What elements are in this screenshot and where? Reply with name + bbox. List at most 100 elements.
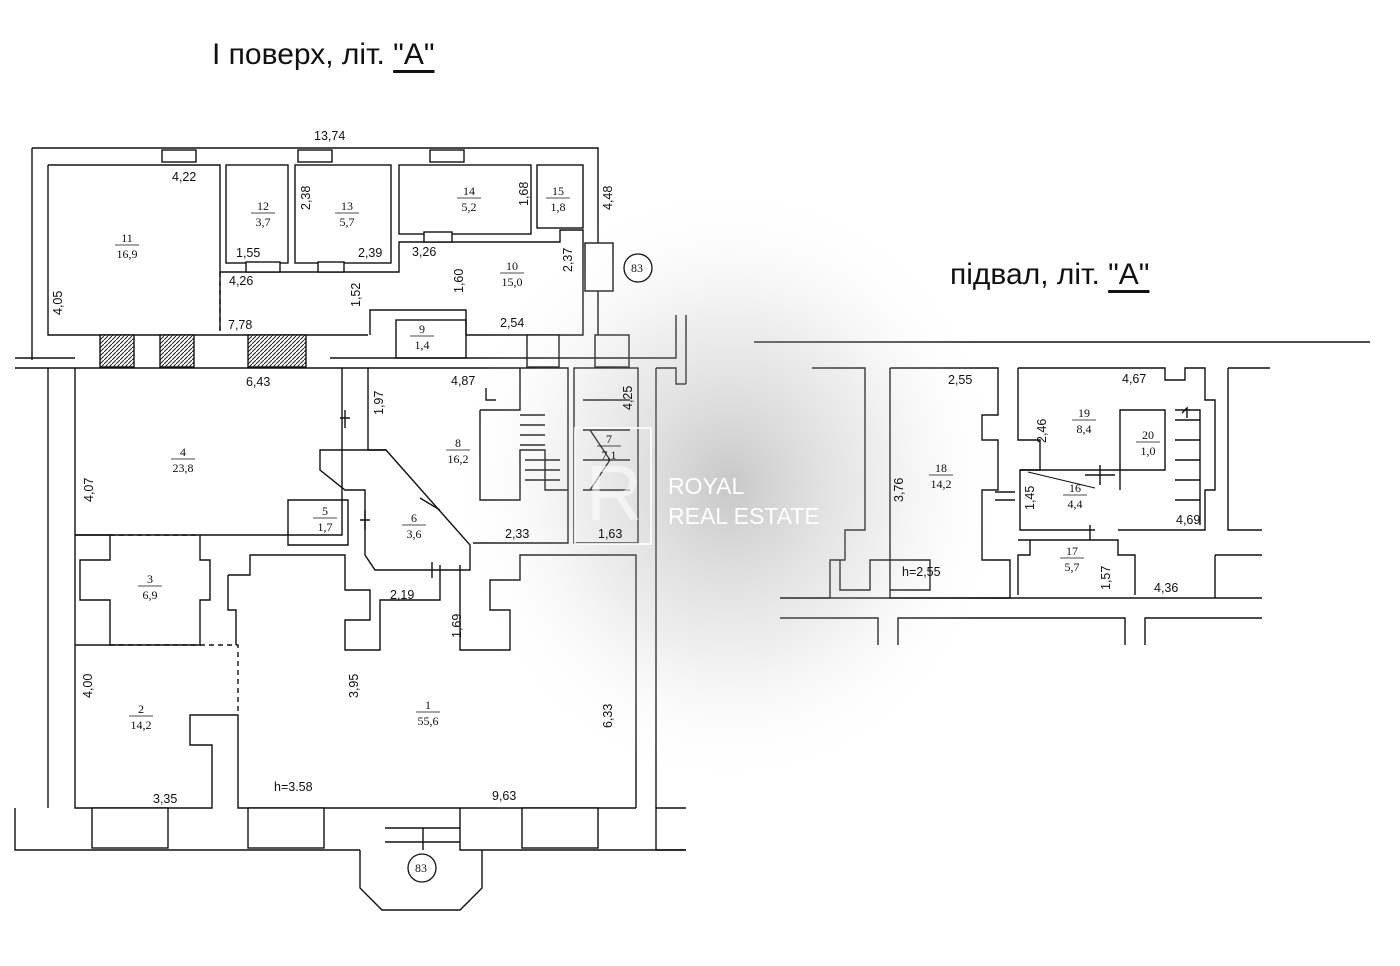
marker-83-bottom: 83 bbox=[415, 861, 427, 875]
watermark-backdrop bbox=[450, 180, 1010, 790]
room-area: 5,7 bbox=[1065, 560, 1080, 574]
room-area: 1,8 bbox=[551, 200, 566, 214]
marker-83-top-circle bbox=[623, 253, 653, 283]
room-number: 7 bbox=[606, 432, 612, 446]
room-number: 3 bbox=[147, 572, 153, 586]
room-label: 135,7 bbox=[335, 199, 359, 229]
dimension-label: 4,22 bbox=[172, 170, 196, 184]
first-floor-title-mark: "А" bbox=[393, 38, 435, 71]
dimension-label: 3,35 bbox=[153, 792, 177, 806]
room-area: 6,9 bbox=[143, 588, 158, 602]
marker-83-bottom-circle bbox=[407, 853, 437, 883]
dimension-label: 6,43 bbox=[246, 375, 270, 389]
room-number: 18 bbox=[935, 461, 947, 475]
room-area: 4,4 bbox=[1068, 497, 1083, 511]
room-label: 91,4 bbox=[410, 322, 434, 352]
room-number: 1 bbox=[425, 698, 431, 712]
room-label: 11 16,9 bbox=[115, 231, 139, 261]
room-number: 5 bbox=[322, 504, 328, 518]
room-area: 55,6 bbox=[418, 714, 439, 728]
room-area: 16,9 bbox=[117, 247, 138, 261]
watermark-frame bbox=[574, 427, 652, 545]
room-number: 11 bbox=[121, 231, 133, 245]
room-label: 123,7 bbox=[251, 199, 275, 229]
room-number: 4 bbox=[180, 445, 186, 459]
room-label: 18 14,2 bbox=[929, 461, 953, 491]
room-area: 8,4 bbox=[1077, 422, 1092, 436]
dimension-label: 1,52 bbox=[349, 283, 363, 307]
room-label: 77,1 bbox=[597, 432, 621, 462]
room-label: 155,6 bbox=[416, 698, 440, 728]
room-area: 1,4 bbox=[415, 338, 430, 352]
room-area: 1,7 bbox=[318, 520, 333, 534]
dimension-label: 1,60 bbox=[452, 269, 466, 293]
dimension-label: 4,48 bbox=[601, 186, 615, 210]
first-floor-title: І поверх, літ. "А" bbox=[212, 38, 434, 72]
room-number: 20 bbox=[1142, 428, 1154, 442]
room-area: 14,2 bbox=[131, 718, 152, 732]
room-area: 14,2 bbox=[931, 477, 952, 491]
dimension-label: 4,00 bbox=[81, 674, 95, 698]
room-label: 63,6 bbox=[402, 511, 426, 541]
watermark-line2: REAL ESTATE bbox=[668, 503, 820, 529]
room-number: 17 bbox=[1066, 544, 1078, 558]
dimension-label: h=2,55 bbox=[902, 565, 941, 579]
dimension-label: 4,87 bbox=[451, 374, 475, 388]
dimension-label: 1,57 bbox=[1099, 566, 1113, 590]
room-area: 7,1 bbox=[602, 448, 617, 462]
room-number: 13 bbox=[341, 199, 353, 213]
first-floor-title-text: І поверх, літ. bbox=[212, 38, 394, 71]
dimension-label: 6,33 bbox=[601, 704, 615, 728]
dimension-label: 4,25 bbox=[621, 386, 635, 410]
room-number: 9 bbox=[419, 322, 425, 336]
basement-title-mark: "А" bbox=[1108, 258, 1150, 291]
room-label: 145,2 bbox=[457, 184, 481, 214]
room-area: 5,2 bbox=[462, 200, 477, 214]
dimension-label: 2,39 bbox=[358, 246, 382, 260]
room-area: 16,2 bbox=[448, 452, 469, 466]
dimension-label: 2,38 bbox=[299, 186, 313, 210]
room-label: 164,4 bbox=[1063, 481, 1087, 511]
room-label: 201,0 bbox=[1136, 428, 1160, 458]
room-labels: 155,6214,236,9423,851,763,677,1816,291,4… bbox=[115, 184, 1160, 732]
room-area: 5,7 bbox=[340, 215, 355, 229]
dimension-label: 1,45 bbox=[1023, 486, 1037, 510]
dimension-label: 1,68 bbox=[517, 182, 531, 206]
dimension-label: 1,69 bbox=[450, 614, 464, 638]
dimension-label: 2,54 bbox=[500, 316, 524, 330]
room-number: 19 bbox=[1078, 406, 1090, 420]
dimension-label: 4,05 bbox=[51, 291, 65, 315]
room-area: 23,8 bbox=[173, 461, 194, 475]
room-label: 51,7 bbox=[313, 504, 337, 534]
room-number: 10 bbox=[506, 259, 518, 273]
dimension-label: 2,19 bbox=[390, 588, 414, 602]
room-label: 423,8 bbox=[171, 445, 195, 475]
room-label: 214,2 bbox=[129, 702, 153, 732]
room-number: 12 bbox=[257, 199, 269, 213]
dimension-label: h=3.58 bbox=[274, 780, 313, 794]
dimension-label: 4,26 bbox=[229, 274, 253, 288]
room-area: 3,6 bbox=[407, 527, 422, 541]
dimension-label: 4,07 bbox=[82, 478, 96, 502]
room-number: 6 bbox=[411, 511, 417, 525]
dimension-label: 3,76 bbox=[892, 478, 906, 502]
watermark-line1: ROYAL bbox=[668, 473, 744, 499]
room-number: 14 bbox=[463, 184, 475, 198]
watermark-logo-letter: R bbox=[586, 449, 642, 537]
room-number: 15 bbox=[552, 184, 564, 198]
dimension-label: 3,26 bbox=[412, 245, 436, 259]
dimension-label: 13,74 bbox=[314, 129, 345, 143]
room-area: 3,7 bbox=[256, 215, 271, 229]
room-area: 1,0 bbox=[1141, 444, 1156, 458]
dimension-label: 1,63 bbox=[598, 527, 622, 541]
room-area: 15,0 bbox=[502, 275, 523, 289]
room-label: 175,7 bbox=[1060, 544, 1084, 574]
dimension-label: 4,69 bbox=[1176, 513, 1200, 527]
dimension-label: 9,63 bbox=[492, 789, 516, 803]
dimension-label: 2,33 bbox=[505, 527, 529, 541]
dimension-label: 2,46 bbox=[1035, 419, 1049, 443]
room-label: 10 15,0 bbox=[500, 259, 524, 289]
room-number: 2 bbox=[138, 702, 144, 716]
